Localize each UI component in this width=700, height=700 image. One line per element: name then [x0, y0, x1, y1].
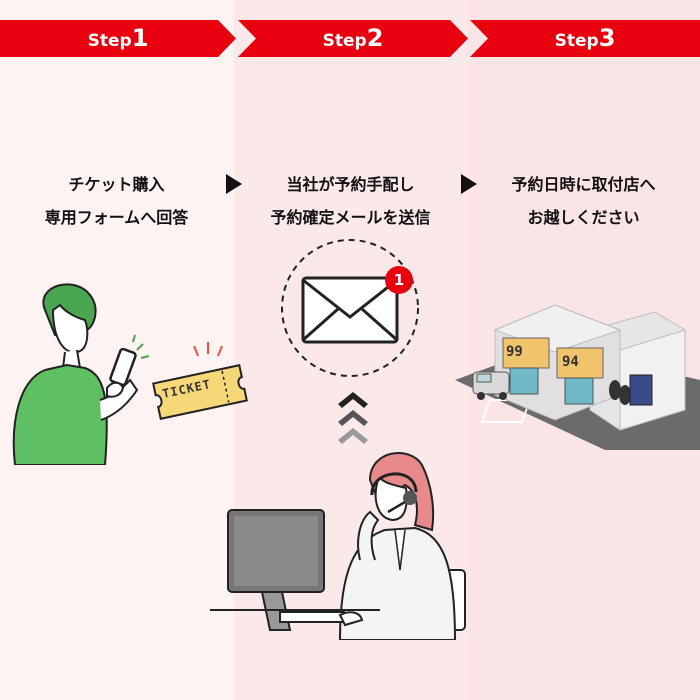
step2-line1: 当社が予約手配し: [286, 175, 415, 194]
step1-description: チケット購入 専用フォームへ回答: [0, 168, 233, 234]
shop-sign-2: 94: [562, 354, 579, 370]
step3-description: 予約日時に取付店へ お越しください: [467, 168, 700, 234]
step2-number: 2: [366, 24, 384, 52]
step3-line2: お越しください: [527, 208, 640, 227]
person-phone-illustration: [12, 283, 150, 465]
operator-illustration: [210, 452, 466, 640]
step1-line1: チケット購入: [68, 175, 165, 194]
step3-banner: Step3: [470, 20, 700, 57]
step1-banner: Step1: [0, 20, 236, 57]
step1-line2: 専用フォームへ回答: [44, 208, 189, 227]
step2-word: Step: [322, 31, 367, 51]
step1-number: 1: [131, 24, 149, 52]
envelope-icon: [301, 276, 399, 344]
tire-shop-illustration: [455, 304, 700, 450]
step2-description: 当社が予約手配し 予約確定メールを送信: [234, 168, 467, 234]
step1-word: Step: [87, 31, 132, 51]
step3-line1: 予約日時に取付店へ: [511, 175, 656, 194]
step3-word: Step: [554, 31, 599, 51]
step3-number: 3: [598, 24, 616, 52]
next-arrow-icon: [226, 174, 242, 194]
mail-circle: [281, 239, 419, 377]
chevrons-up-icon: [338, 392, 368, 444]
ticket-illustration: TICKET: [148, 362, 252, 422]
next-arrow-icon: [461, 174, 477, 194]
notification-badge: 1: [385, 266, 413, 294]
step2-line2: 予約確定メールを送信: [270, 208, 431, 227]
sparkle-icon: [193, 342, 223, 357]
shop-sign-1: 99: [506, 344, 523, 360]
step2-banner: Step2: [238, 20, 468, 57]
